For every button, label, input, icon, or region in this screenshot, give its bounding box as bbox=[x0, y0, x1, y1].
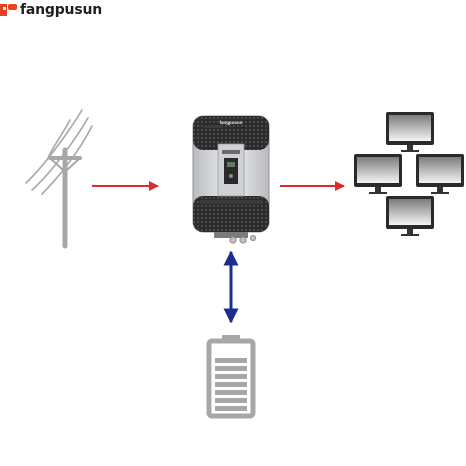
svg-text:fangpusun: fangpusun bbox=[220, 120, 243, 125]
inverter-charger-icon: fangpusun bbox=[192, 115, 270, 244]
utility-pole-icon bbox=[25, 109, 93, 249]
monitor-left bbox=[354, 154, 402, 194]
battery-icon bbox=[206, 335, 256, 419]
monitor-right bbox=[416, 154, 464, 194]
brand-logo: fangpusun bbox=[0, 0, 102, 20]
monitor-bottom bbox=[386, 196, 434, 236]
computer-monitors-icon bbox=[354, 112, 464, 236]
fangpusun-logo-icon bbox=[0, 4, 17, 16]
brand-name: fangpusun bbox=[20, 2, 102, 18]
monitor-top bbox=[386, 112, 434, 152]
